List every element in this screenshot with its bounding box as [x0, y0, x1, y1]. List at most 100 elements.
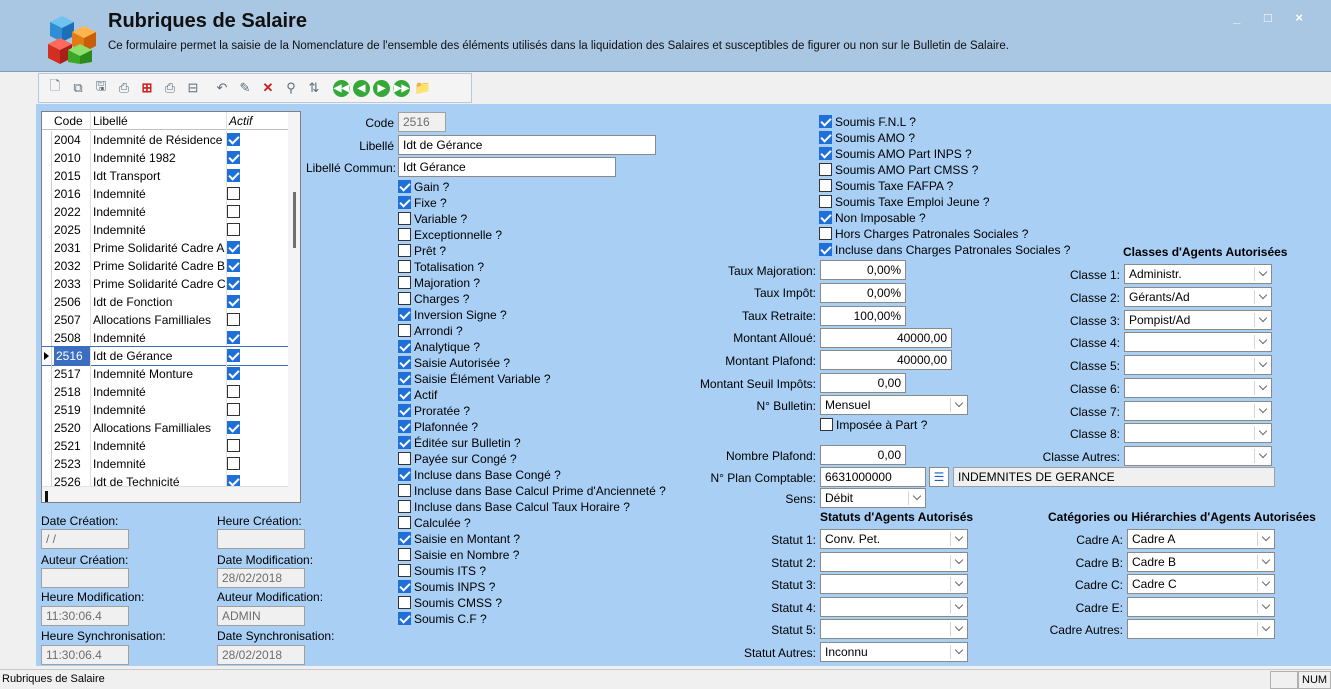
row-selector[interactable] — [42, 311, 52, 329]
statuts-select[interactable] — [820, 596, 968, 617]
row-selector[interactable] — [42, 275, 52, 293]
row-actif[interactable] — [226, 167, 278, 185]
libelle-commun-field[interactable]: Idt Gérance — [398, 157, 616, 177]
row-selector[interactable] — [42, 239, 52, 257]
previous-icon[interactable]: ◀ — [353, 79, 370, 97]
copy-icon[interactable]: ⧉ — [73, 80, 83, 95]
row-selector[interactable] — [42, 257, 52, 275]
row-actif[interactable] — [226, 455, 278, 473]
row-actif[interactable] — [226, 149, 278, 167]
montant-plafond-field[interactable]: 40000,00 — [820, 350, 952, 370]
row-selector[interactable] — [42, 203, 52, 221]
export-icon[interactable]: ⊟ — [187, 80, 199, 95]
categories-select[interactable]: Cadre A — [1127, 529, 1275, 549]
classes-select[interactable] — [1124, 400, 1272, 421]
auteur-creation-field[interactable] — [41, 568, 129, 588]
row-actif[interactable] — [226, 131, 278, 149]
row-actif[interactable] — [226, 365, 278, 383]
date-creation-field[interactable]: / / — [41, 529, 129, 549]
row-selector[interactable] — [42, 185, 52, 203]
row-selector[interactable] — [42, 293, 52, 311]
folder-icon[interactable]: 📁 — [414, 80, 432, 95]
row-selector[interactable] — [42, 365, 52, 383]
date-modification-field[interactable]: 28/02/2018 — [217, 568, 305, 588]
delete-icon[interactable]: ✕ — [262, 80, 274, 95]
column-header-actif[interactable]: Actif — [226, 112, 278, 130]
plan-comptable-field[interactable]: 6631000000 — [820, 467, 926, 487]
taux-majoration-field[interactable]: 0,00% — [820, 260, 906, 280]
classes-select[interactable] — [1124, 355, 1272, 375]
classes-select[interactable]: Gérants/Ad — [1124, 286, 1272, 307]
preview-icon[interactable]: ⎙ — [118, 80, 130, 95]
row-actif[interactable] — [226, 419, 278, 437]
print-icon[interactable]: ⎙ — [164, 80, 176, 95]
row-selector[interactable] — [42, 437, 52, 455]
code-field[interactable]: 2516 — [398, 112, 446, 132]
row-actif[interactable] — [226, 311, 278, 329]
classes-select[interactable] — [1124, 332, 1272, 353]
row-selector[interactable] — [42, 401, 52, 419]
row-actif[interactable] — [226, 221, 278, 239]
row-actif[interactable] — [226, 293, 278, 311]
row-actif[interactable] — [226, 275, 278, 293]
first-icon[interactable]: ◀◀ — [333, 79, 350, 97]
date-synchro-field[interactable]: 28/02/2018 — [217, 645, 305, 665]
categories-select[interactable] — [1127, 619, 1275, 639]
save-icon[interactable]: 🖫 — [95, 78, 107, 93]
bulletin-select[interactable]: Mensuel — [820, 395, 968, 415]
row-selector[interactable] — [42, 221, 52, 239]
row-selector[interactable] — [42, 347, 52, 365]
pdf-icon[interactable]: ⊞ — [141, 80, 153, 95]
last-icon[interactable]: ▶▶ — [393, 79, 410, 97]
statuts-select[interactable]: Inconnu — [820, 641, 968, 662]
column-header-code[interactable]: Code — [54, 114, 83, 128]
heure-creation-field[interactable] — [217, 529, 305, 549]
statuts-select[interactable] — [820, 551, 968, 572]
refresh-icon[interactable]: ⇅ — [308, 80, 320, 95]
window-controls[interactable]: _ □ × — [1233, 10, 1313, 25]
montant-seuil-field[interactable]: 0,00 — [820, 373, 906, 393]
new-icon[interactable]: 🗋 — [49, 78, 61, 93]
classes-select[interactable] — [1124, 446, 1272, 466]
undo-icon[interactable]: ↶ — [216, 80, 228, 95]
heure-modification-field[interactable]: 11:30:06.4 — [41, 606, 129, 626]
categories-select[interactable]: Cadre C — [1127, 574, 1275, 594]
column-header-libelle[interactable]: Libellé — [90, 112, 226, 130]
row-selector[interactable] — [42, 167, 52, 185]
auteur-modification-field[interactable]: ADMIN — [217, 606, 305, 626]
classes-select[interactable] — [1124, 423, 1272, 444]
row-actif[interactable] — [226, 347, 278, 365]
row-selector[interactable] — [42, 329, 52, 347]
classes-select[interactable]: Administr. — [1124, 264, 1272, 284]
edit-icon[interactable]: ✎ — [239, 80, 251, 95]
grid-vertical-scrollbar[interactable] — [288, 112, 300, 502]
taux-retraite-field[interactable]: 100,00% — [820, 306, 906, 326]
row-selector[interactable] — [42, 455, 52, 473]
scroll-thumb[interactable] — [293, 192, 296, 248]
grid-horizontal-scrollbar[interactable] — [42, 486, 288, 502]
statuts-select[interactable]: Conv. Pet. — [820, 529, 968, 549]
sens-select[interactable]: Débit — [820, 488, 926, 508]
row-selector[interactable] — [42, 149, 52, 167]
libelle-field[interactable]: Idt de Gérance — [398, 135, 656, 155]
categories-select[interactable]: Cadre B — [1127, 551, 1275, 572]
row-selector[interactable] — [42, 473, 52, 491]
row-selector[interactable] — [42, 131, 52, 149]
row-actif[interactable] — [226, 401, 278, 419]
